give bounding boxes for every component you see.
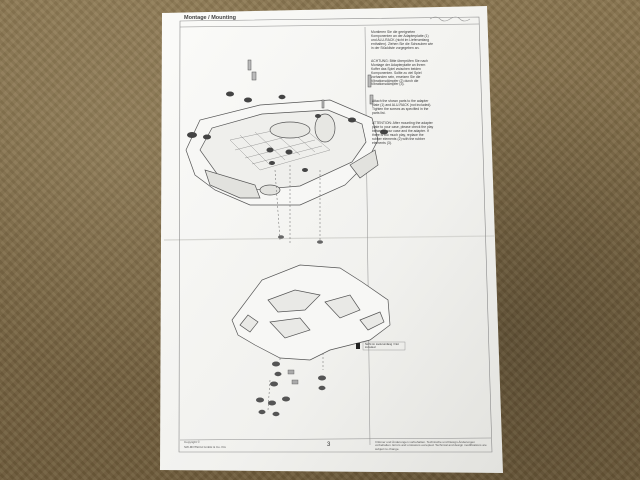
instructions-de-warning: ACHTUNG: Bitte überprüfen Sie nach Monta… [371,59,428,87]
page-number: 3 [327,442,331,448]
adapter-plate-top [185,99,379,206]
note-icon [356,343,360,349]
header-wave [429,16,471,22]
instructions-en-warning: ATTENTION: After mounting the adapter pl… [372,121,434,145]
page-frame [178,16,493,453]
rubber-elements [187,91,388,172]
bottom-hardware [256,361,326,417]
footer-disclaimer: Irrtümer und Änderungen vorbehalten. Tec… [375,440,487,451]
fold-line [163,235,496,241]
alu-rack-plate [231,264,391,361]
footer-publisher: SW-MOTECH GmbH & Co. KG [184,445,226,449]
column-divider [364,26,371,446]
instructions-en-intro: Attach the shown parts to the adapter pl… [372,99,432,115]
instructions-de-intro: Montieren Sie die geeigneten Komponenten… [371,30,434,50]
note-box-text: Nicht im Lieferumfang / Not included [365,342,399,350]
footer-copyright: Copyright © [184,440,200,444]
assembly-lines [267,165,324,411]
mid-washers [278,235,323,244]
header-title: Montage / Mounting [184,15,236,21]
